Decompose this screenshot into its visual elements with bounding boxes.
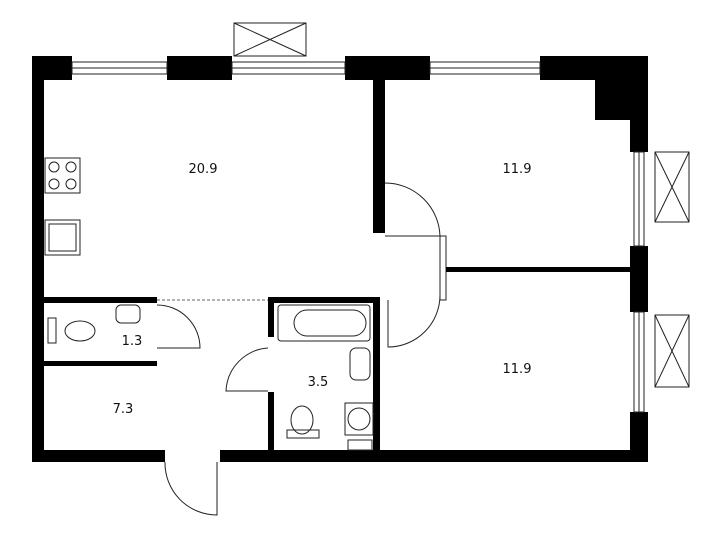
bathroom-sink-icon — [349, 347, 371, 381]
room-area-wc: 1.3 — [122, 334, 143, 349]
windows — [71, 61, 645, 413]
bathroom-toilet-icon — [286, 405, 320, 439]
room-area-bathroom: 3.5 — [308, 375, 329, 390]
bathtub-icon — [277, 304, 371, 342]
interior-walls — [44, 80, 630, 452]
washing-machine-icon — [344, 402, 374, 451]
room-area-hallway: 7.3 — [113, 402, 134, 417]
ventilation-boxes — [233, 22, 690, 388]
room-area-bedroom-1: 11.9 — [503, 162, 532, 177]
exterior-walls — [32, 56, 648, 462]
doors[interactable] — [156, 182, 441, 516]
room-area-bedroom-2: 11.9 — [503, 362, 532, 377]
wc-toilet-icon — [47, 304, 141, 344]
kitchen-sink-icon — [44, 219, 81, 256]
kitchen-stove-icon — [44, 157, 81, 194]
room-area-kitchen: 20.9 — [189, 162, 218, 177]
